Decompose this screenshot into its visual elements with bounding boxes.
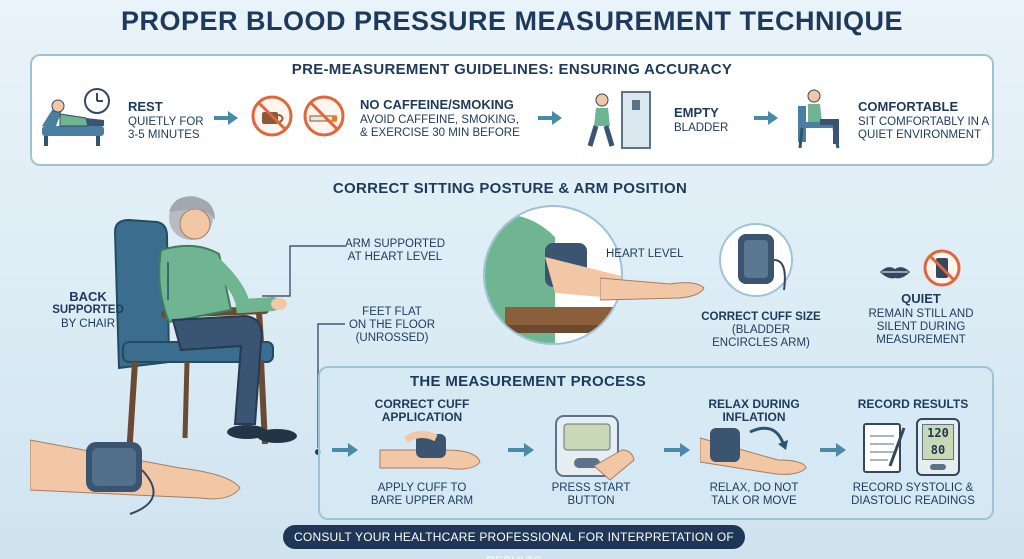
arm-with-cuff-illustration [30,439,241,515]
arm-closeup-circle [483,205,623,345]
process-step-4-desc-line-2: DIASTOLIC READINGS [851,495,975,507]
arm-supported-line-2: AT HEART LEVEL [347,251,443,263]
arrow-right-icon [214,111,238,125]
lips-icon [880,267,910,279]
quiet-line-3: SILENT DURING [876,321,966,333]
page-title: PROPER BLOOD PRESSURE MEASUREMENT TECHNI… [120,6,904,36]
empty-desc: BLADDER [674,122,729,134]
arrow-right-icon [754,111,778,125]
posture-heading: CORRECT SITTING POSTURE & ARM POSITION [332,180,688,197]
process-step-2-desc-line-1: PRESS START [551,482,631,494]
back-label-line-1: BACK [69,289,107,304]
empty-title: EMPTY [674,105,719,120]
notepad-icon [863,423,906,473]
arrow-right-icon [332,443,358,457]
process-heading: THE MEASUREMENT PROCESS [409,373,647,390]
rest-desc-line-2: 3-5 MINUTES [128,129,200,141]
process-step-3-desc-line-2: TALK OR MOVE [711,495,797,507]
resting-person-icon [42,99,104,146]
cuff-size-line-3: ENCIRCLES ARM) [712,337,810,349]
inflating-cuff-icon [700,426,807,475]
comfortable-title: COMFORTABLE [858,99,959,114]
process-step-1-desc-line-2: BARE UPPER ARM [370,495,474,507]
back-label-line-2: SUPPORTED [52,304,124,316]
restroom-icon [587,91,651,149]
no-caffeine-icon [251,95,293,137]
process-step-1-title-line-1: CORRECT CUFF [374,397,470,411]
back-label-line-3: BY CHAIR [60,318,116,330]
rest-desc-line-1: QUIETLY FOR [128,116,204,128]
systolic-reading: 120 [927,426,949,440]
quiet-title: QUIET [901,291,941,306]
seated-woman-illustration [113,196,297,457]
heart-level-label: HEART LEVEL [606,248,684,260]
monitor-screen: 120 80 [922,424,954,460]
no-phone-icon [923,249,961,287]
pre-measurement-heading: PRE-MEASUREMENT GUIDELINES: ENSURING ACC… [291,61,733,78]
process-step-1-title-line-2: APPLICATION [381,410,463,424]
hand-illustration [600,277,705,301]
no-caffeine-title: NO CAFFEINE/SMOKING [360,97,514,112]
process-step-4-title: RECORD RESULTS [857,397,969,411]
feet-flat-line-3: (UNROSSED) [355,332,429,344]
quiet-line-4: MEASUREMENT [876,334,966,346]
seated-person-icon [798,89,840,149]
rest-title: REST [128,99,163,114]
process-step-3-title-line-1: RELAX DURING [708,397,800,411]
monitor-display: 120 80 [916,418,960,476]
arrow-right-icon [664,443,690,457]
cuff-size-title: CORRECT CUFF SIZE [701,311,821,323]
process-step-1-desc-line-1: APPLY CUFF TO [377,482,467,494]
monitor-button [930,464,946,470]
arrow-right-icon [820,443,846,457]
clock-icon [84,88,110,114]
comfortable-desc-line-1: SIT COMFORTABLY IN A [858,116,990,128]
applying-cuff-icon [379,431,481,470]
arrow-right-icon [508,443,534,457]
quiet-line-2: REMAIN STILL AND [868,308,974,320]
cuff-icon [719,223,793,297]
bp-monitor-icon [555,415,635,481]
comfortable-desc-line-2: QUIET ENVIRONMENT [858,129,982,141]
cuff-size-line-2: (BLADDER [731,324,791,336]
pre-measurement-panel [30,54,994,166]
feet-flat-line-2: ON THE FLOOR [348,319,436,331]
diastolic-reading: 80 [930,443,946,457]
arm-supported-line-1: ARM SUPPORTED [344,238,446,250]
process-step-3-title-line-2: INFLATION [722,410,786,424]
process-step-4-desc-line-1: RECORD SYSTOLIC & [852,482,974,494]
feet-flat-line-1: FEET FLAT [362,306,422,318]
no-smoking-icon [303,95,345,137]
arrow-right-icon [538,111,562,125]
no-caffeine-desc-line-2: & EXERCISE 30 MIN BEFORE [360,127,520,139]
footer-banner: CONSULT YOUR HEALTHCARE PROFESSIONAL FOR… [283,525,745,559]
process-step-3-desc-line-1: RELAX, DO NOT [709,482,799,494]
process-step-2-desc-line-2: BUTTON [567,495,615,507]
no-caffeine-desc-line-1: AVOID CAFFEINE, SMOKING, [360,114,519,126]
